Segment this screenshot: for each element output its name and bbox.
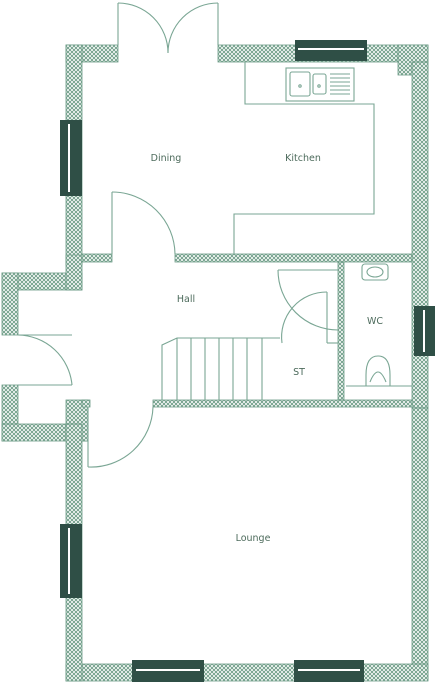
label-wc: WC (367, 316, 383, 327)
doors (17, 191, 339, 468)
window-left-lounge (60, 524, 82, 598)
window-top-kitchen (295, 40, 367, 61)
toilet (365, 355, 391, 387)
internal-walls (81, 253, 413, 408)
label-kitchen: Kitchen (285, 153, 321, 164)
label-st: ST (293, 367, 305, 378)
basin (361, 263, 389, 281)
wc-fittings (346, 263, 412, 387)
windows (60, 40, 435, 682)
window-left-dining (60, 120, 82, 196)
french-doors (117, 2, 219, 54)
staircase (161, 337, 280, 400)
kitchen-units (233, 62, 375, 254)
label-dining: Dining (151, 153, 182, 164)
label-lounge: Lounge (236, 533, 271, 544)
room-labels: Dining Kitchen Hall WC ST Lounge (151, 153, 384, 544)
sink (285, 67, 355, 102)
label-hall: Hall (177, 294, 195, 305)
